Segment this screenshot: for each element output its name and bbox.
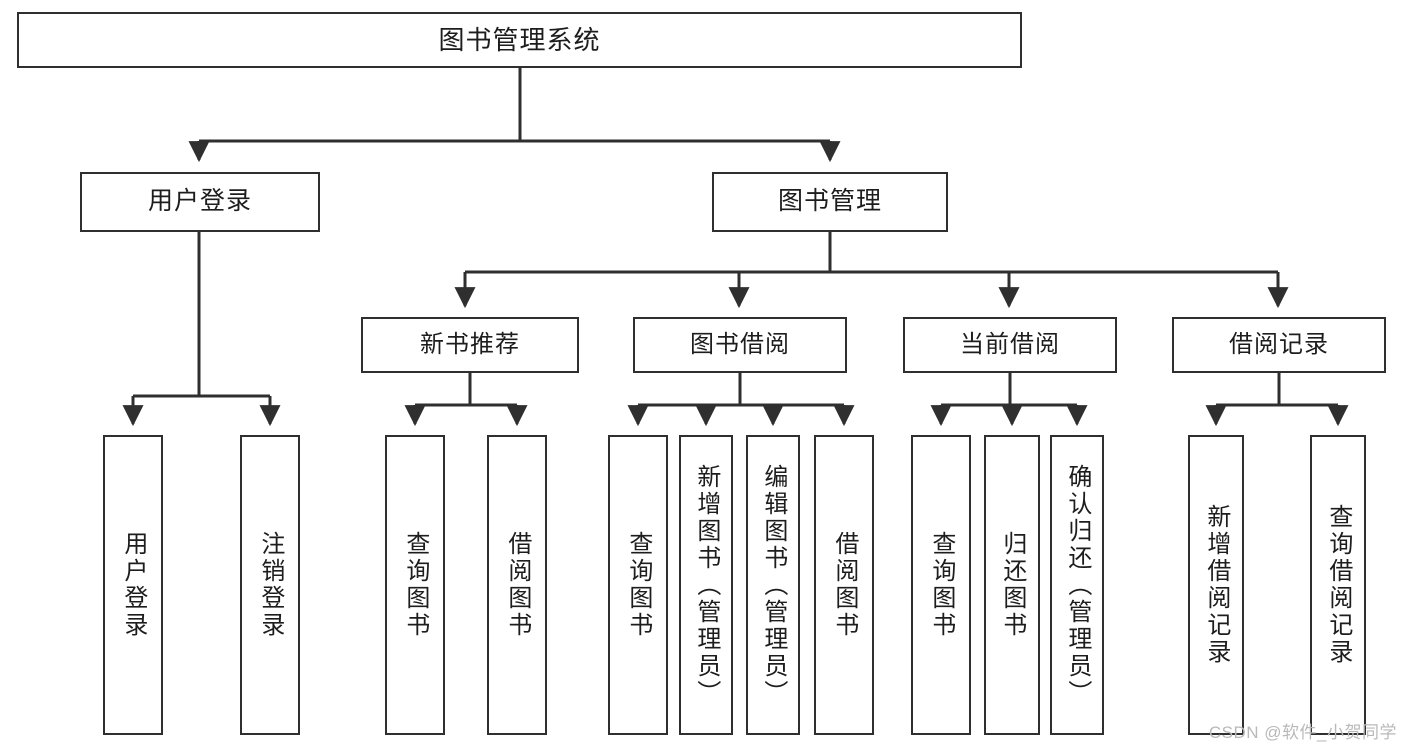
watermark-text: CSDN @软件_小贺同学	[1208, 723, 1397, 742]
node-leaf-add-book-label: 新增图书（管理员）	[692, 463, 720, 707]
node-leaf-query-book-1[interactable]: 查询图书	[385, 435, 445, 735]
node-leaf-query-book-3-label: 查询图书	[927, 531, 955, 639]
node-user-login-label: 用户登录	[147, 187, 252, 216]
node-borrow-record[interactable]: 借阅记录	[1172, 317, 1386, 373]
node-new-book-recommend[interactable]: 新书推荐	[361, 317, 579, 373]
node-book-manage[interactable]: 图书管理	[712, 172, 948, 232]
node-leaf-logout-label: 注销登录	[256, 531, 284, 639]
node-leaf-query-book-2[interactable]: 查询图书	[608, 435, 668, 735]
node-leaf-query-book-1-label: 查询图书	[401, 531, 429, 639]
node-leaf-return-book-label: 归还图书	[998, 531, 1026, 639]
node-leaf-confirm-return-label: 确认归还（管理员）	[1063, 463, 1091, 707]
node-leaf-return-book[interactable]: 归还图书	[984, 435, 1040, 735]
node-leaf-query-record-label: 查询借阅记录	[1324, 504, 1352, 666]
node-leaf-borrow-book-1[interactable]: 借阅图书	[487, 435, 547, 735]
node-book-borrow[interactable]: 图书借阅	[633, 317, 847, 373]
node-current-borrow-label: 当前借阅	[960, 330, 1060, 358]
node-borrow-record-label: 借阅记录	[1229, 330, 1329, 358]
node-leaf-add-record[interactable]: 新增借阅记录	[1188, 435, 1244, 735]
node-book-manage-label: 图书管理	[777, 187, 882, 216]
node-leaf-add-record-label: 新增借阅记录	[1202, 504, 1230, 666]
node-leaf-user-login-label: 用户登录	[119, 531, 147, 639]
node-leaf-user-login[interactable]: 用户登录	[103, 435, 163, 735]
node-leaf-borrow-book-1-label: 借阅图书	[503, 531, 531, 639]
node-new-book-recommend-label: 新书推荐	[420, 330, 520, 358]
node-root-label: 图书管理系统	[438, 24, 601, 55]
node-leaf-logout[interactable]: 注销登录	[240, 435, 300, 735]
node-leaf-confirm-return[interactable]: 确认归还（管理员）	[1050, 435, 1104, 735]
node-current-borrow[interactable]: 当前借阅	[903, 317, 1117, 373]
node-leaf-borrow-book-2[interactable]: 借阅图书	[814, 435, 874, 735]
node-root-system[interactable]: 图书管理系统	[17, 12, 1022, 68]
node-leaf-query-record[interactable]: 查询借阅记录	[1310, 435, 1366, 735]
node-leaf-query-book-3[interactable]: 查询图书	[911, 435, 971, 735]
node-leaf-query-book-2-label: 查询图书	[624, 531, 652, 639]
node-leaf-add-book[interactable]: 新增图书（管理员）	[679, 435, 733, 735]
node-book-borrow-label: 图书借阅	[690, 330, 790, 358]
node-leaf-edit-book[interactable]: 编辑图书（管理员）	[746, 435, 800, 735]
node-user-login[interactable]: 用户登录	[80, 172, 320, 232]
node-leaf-edit-book-label: 编辑图书（管理员）	[759, 463, 787, 707]
node-leaf-borrow-book-2-label: 借阅图书	[830, 531, 858, 639]
